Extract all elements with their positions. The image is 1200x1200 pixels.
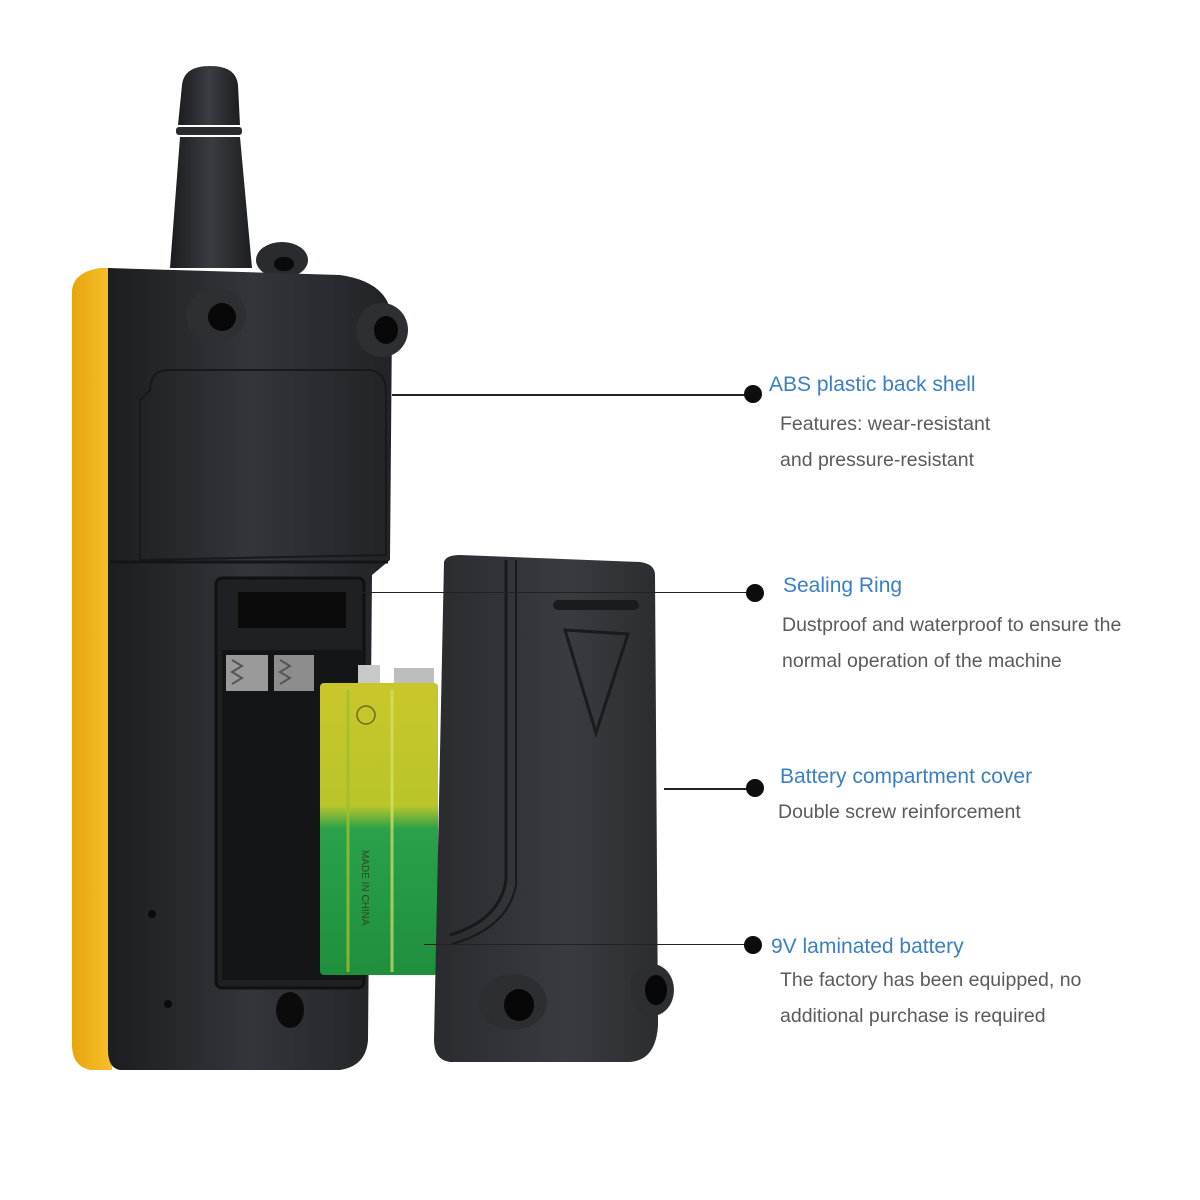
callout-desc-line: Features: wear-resistant (780, 413, 991, 435)
callout-back-shell: ABS plastic back shell Features: wear-re… (769, 372, 990, 478)
callout-desc-line: Double screw reinforcement (778, 801, 1021, 823)
callout-desc-line: Dustproof and waterproof to ensure the (782, 614, 1122, 636)
callout-sealing-ring: Sealing Ring Dustproof and waterproof to… (782, 573, 1122, 679)
antenna (170, 66, 252, 268)
leader-line-cover (664, 788, 754, 790)
callout-title: Battery compartment cover (780, 765, 1033, 788)
screw-boss-top-left (186, 288, 246, 342)
leader-line-battery (424, 944, 754, 945)
callout-dot-back-shell (744, 385, 762, 403)
callout-title: Sealing Ring (783, 574, 903, 597)
callout-9v-battery: 9V laminated battery The factory has bee… (771, 934, 1081, 1034)
callout-desc-line: The factory has been equipped, no (780, 969, 1082, 991)
battery-compartment-cover (434, 555, 674, 1062)
callout-dot-sealing-ring (746, 584, 764, 602)
9v-battery: MADE IN CHINA (320, 665, 438, 975)
callout-battery-cover: Battery compartment cover Double screw r… (778, 764, 1033, 830)
callout-desc-line: additional purchase is required (780, 1005, 1046, 1027)
leader-line-back-shell (392, 394, 748, 396)
lanyard-loop (256, 242, 308, 278)
callout-dot-battery (744, 936, 762, 954)
callout-title: 9V laminated battery (771, 935, 964, 958)
svg-text:MADE IN CHINA: MADE IN CHINA (359, 850, 370, 926)
callout-desc-line: and pressure-resistant (780, 449, 975, 471)
callout-dot-cover (746, 779, 764, 797)
callout-desc-line: normal operation of the machine (782, 650, 1062, 672)
yellow-side-bumper (72, 268, 112, 1070)
screw-boss-top-right (356, 303, 408, 357)
leader-line-sealing-ring (362, 592, 754, 593)
callout-title: ABS plastic back shell (769, 373, 976, 396)
